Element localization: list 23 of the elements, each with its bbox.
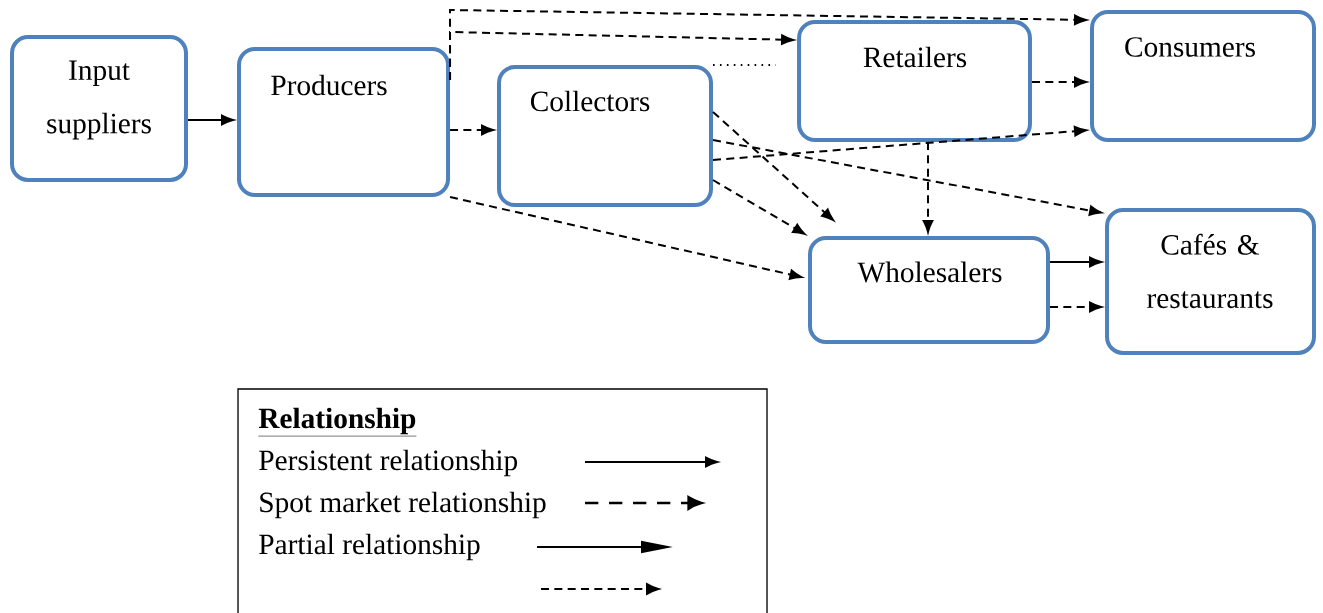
arrow (712, 139, 1102, 216)
arrow (449, 30, 794, 81)
arrow (1030, 76, 1087, 88)
actor-box: Collectors (497, 65, 713, 207)
actor-box: Retailers (797, 20, 1032, 142)
arrow (712, 111, 834, 221)
arrow (1049, 301, 1102, 313)
arrow (449, 124, 494, 136)
actor-box: Input suppliers (10, 35, 188, 182)
arrow (449, 196, 803, 280)
legend-label: Partial relationship (259, 533, 480, 561)
actor-box: Cafés & restaurants (1105, 208, 1316, 355)
arrow (187, 114, 234, 126)
legend-label: Persistent relationship (259, 449, 518, 477)
legend-title: Relationship (258, 407, 417, 437)
arrow (712, 179, 806, 235)
actor-box: Wholesalers (808, 236, 1050, 344)
arrow (922, 141, 934, 233)
legend-label: Spot market relationship (260, 491, 546, 519)
arrow (712, 125, 1087, 161)
arrow (1049, 256, 1102, 268)
actor-box: Consumers (1090, 10, 1316, 142)
actor-box: Producers (237, 47, 451, 197)
